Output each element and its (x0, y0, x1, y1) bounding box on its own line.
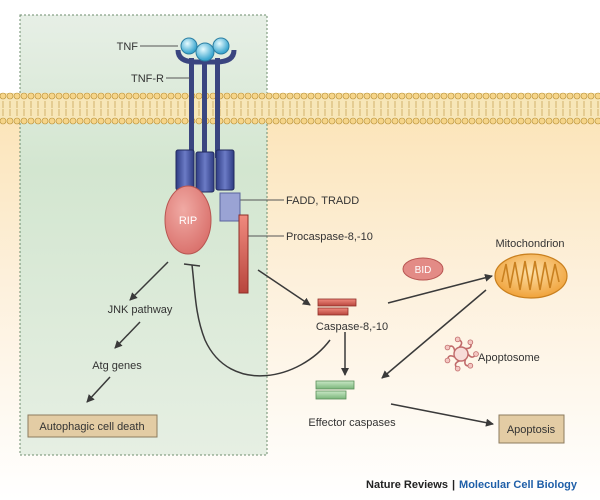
jnk-to-atg-arrow (114, 321, 141, 349)
apoptosis-box (498, 414, 565, 444)
tnf-label: TNF (117, 41, 139, 53)
inhibition-bar (183, 263, 201, 267)
atg-genes-label: Atg genes (92, 360, 142, 372)
procaspase-label: Procaspase-8,-10 (286, 231, 373, 243)
atg-to-death-arrow (86, 376, 111, 403)
footer-journal: Molecular Cell Biology (459, 479, 578, 491)
bid-protein (402, 257, 444, 281)
effector-to-apoptosis-arrow (390, 403, 494, 427)
footer-separator: | (452, 479, 455, 491)
tnf-ligand (180, 37, 230, 62)
apoptosis-label: Apoptosis (507, 424, 556, 436)
fadd-tradd-adaptor (219, 192, 241, 222)
footer-credit: Nature Reviews | Molecular Cell Biology (366, 479, 578, 491)
caspase-label: Caspase-8,-10 (316, 321, 388, 333)
mitochondrion-label: Mitochondrion (495, 238, 564, 250)
apoptosome-shape (444, 336, 479, 372)
rip-label: RIP (179, 215, 197, 227)
caspase-8-10 (317, 298, 357, 316)
bid-label: BID (415, 265, 432, 276)
caspase-to-mito-arrow (387, 273, 493, 304)
effector-caspases-shape (315, 380, 355, 400)
tnf-receptor (175, 49, 237, 193)
procaspase-to-caspase-arrow (257, 269, 311, 306)
rip-to-jnk-arrow (129, 261, 169, 301)
apoptosome-label: Apoptosome (478, 352, 540, 364)
fadd-tradd-label: FADD, TRADD (286, 195, 359, 207)
procaspase-bar (238, 214, 249, 294)
pathway-arrows (86, 261, 494, 427)
mitochondrion-shape (494, 253, 568, 299)
caspase-inhibits-rip (191, 264, 331, 377)
autophagic-cell-death-box (27, 414, 158, 438)
rip-kinase (164, 185, 212, 255)
autophagic-cell-death-label: Autophagic cell death (39, 421, 144, 433)
tnf-r-label: TNF-R (131, 73, 164, 85)
autophagy-panel (19, 14, 268, 456)
mito-to-effector-arrow (381, 289, 487, 379)
cell-membrane (0, 92, 600, 125)
effector-caspases-label: Effector caspases (308, 417, 396, 429)
jnk-pathway-label: JNK pathway (108, 304, 173, 316)
footer-publisher: Nature Reviews (366, 479, 448, 491)
